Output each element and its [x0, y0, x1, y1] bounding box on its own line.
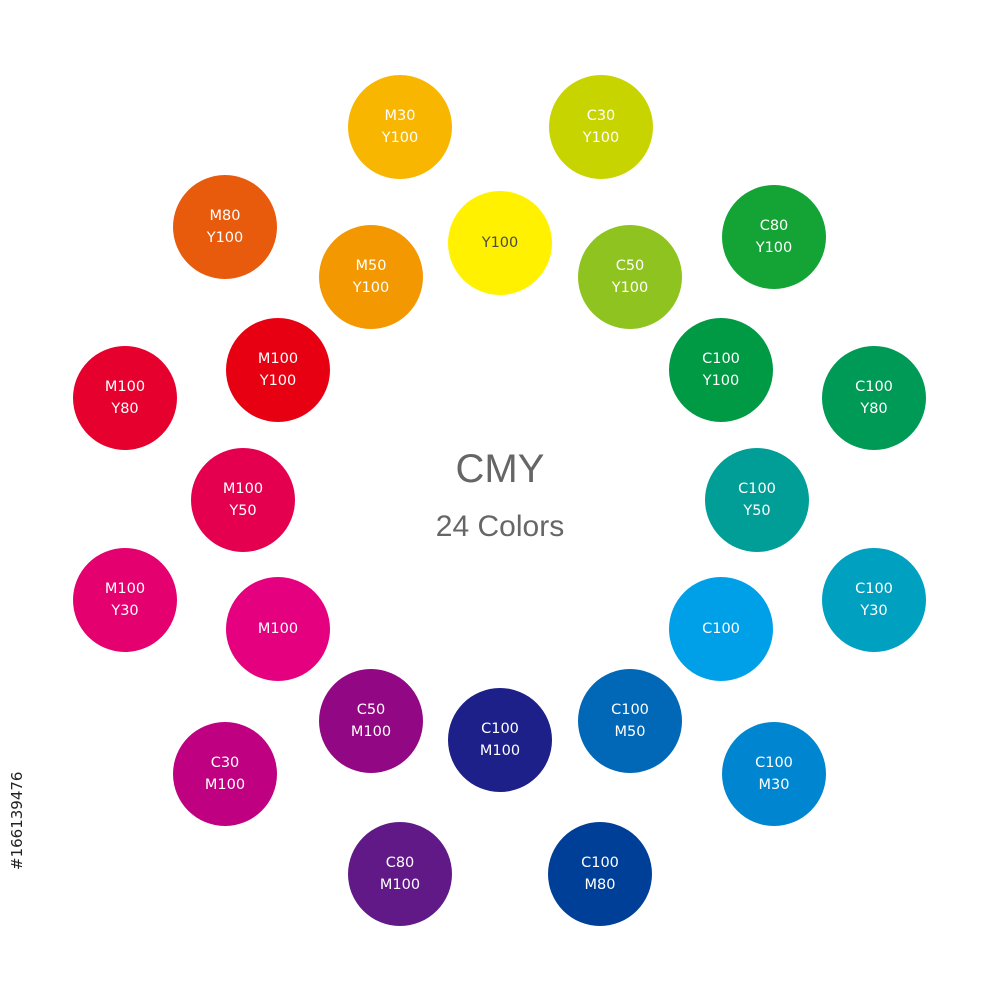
swatch-label: Y100 — [381, 130, 419, 146]
swatch-label: M100 — [104, 379, 146, 395]
swatch-label: M80 — [209, 208, 241, 224]
swatch-label: C100 — [581, 855, 619, 871]
swatch-label: C50 — [615, 258, 645, 274]
diagram-title: CMY — [455, 447, 545, 491]
swatch-label: C30 — [586, 108, 616, 124]
swatch-label: C100 — [855, 581, 893, 597]
swatch-label: M100 — [257, 351, 299, 367]
swatch-label: C80 — [385, 855, 415, 871]
swatch-m100: M100 — [226, 577, 330, 681]
swatch-label: C80 — [759, 218, 789, 234]
swatch-label: Y100 — [259, 373, 297, 389]
swatch-label: M80 — [584, 877, 616, 893]
swatch-label: C50 — [356, 702, 386, 718]
swatch-label: Y100 — [755, 240, 793, 256]
swatch-label: Y100 — [352, 280, 390, 296]
swatch-label: M100 — [204, 777, 246, 793]
swatch-label: Y80 — [860, 401, 888, 417]
swatch-label: Y30 — [860, 603, 888, 619]
swatch-label: Y30 — [111, 603, 139, 619]
swatch-label: Y100 — [481, 235, 519, 251]
swatch-label: M100 — [257, 621, 299, 637]
swatch-label: Y80 — [111, 401, 139, 417]
swatch-label: Y100 — [611, 280, 649, 296]
swatch-label: C100 — [738, 481, 776, 497]
swatch-label: M100 — [479, 743, 521, 759]
swatch-label: M50 — [355, 258, 387, 274]
swatch-label: M100 — [379, 877, 421, 893]
swatch-label: C100 — [481, 721, 519, 737]
swatch-label: Y100 — [582, 130, 620, 146]
diagram-subtitle: 24 Colors — [435, 510, 565, 543]
swatch-label: C100 — [702, 621, 740, 637]
swatch-label: M100 — [104, 581, 146, 597]
swatch-label: C100 — [755, 755, 793, 771]
swatch-label: C100 — [702, 351, 740, 367]
swatch-label: M30 — [758, 777, 790, 793]
swatch-label: C100 — [855, 379, 893, 395]
stock-id-text: #166139476 — [8, 771, 26, 870]
swatch-label: M50 — [614, 724, 646, 740]
swatch-label: M100 — [350, 724, 392, 740]
swatch-y100: Y100 — [448, 191, 552, 295]
swatch-label: Y100 — [702, 373, 740, 389]
swatch-label: M30 — [384, 108, 416, 124]
swatch-label: M100 — [222, 481, 264, 497]
swatch-label: Y100 — [206, 230, 244, 246]
swatch-label: Y50 — [743, 503, 771, 519]
swatch-label: C100 — [611, 702, 649, 718]
swatch-label: C30 — [210, 755, 240, 771]
swatch-label: Y50 — [229, 503, 257, 519]
swatch-c100: C100 — [669, 577, 773, 681]
